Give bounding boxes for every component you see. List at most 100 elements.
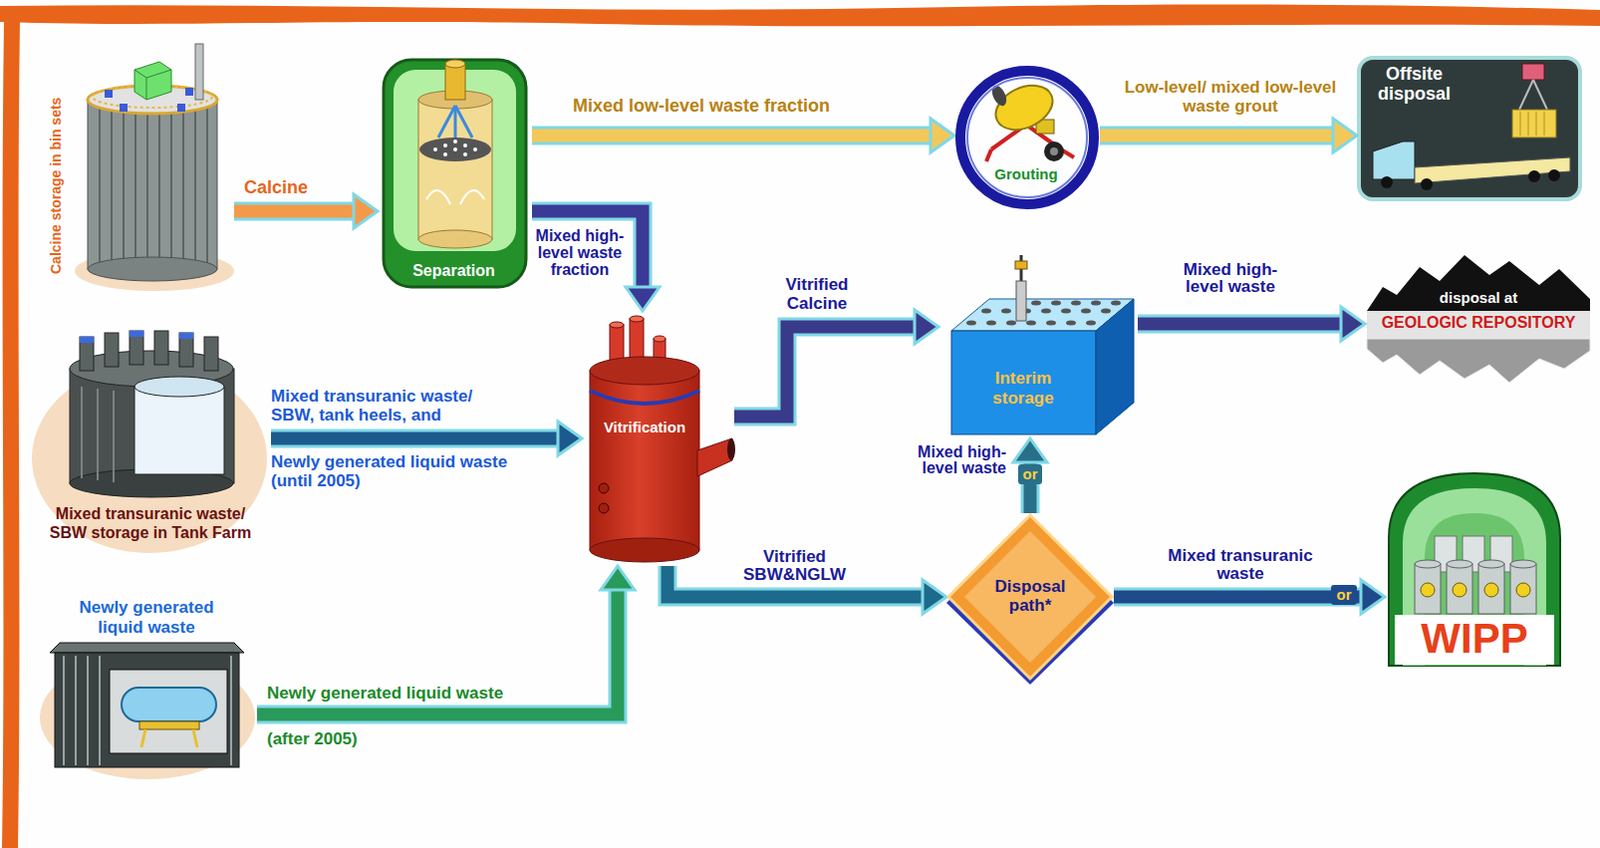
cement-mixer — [988, 76, 1060, 139]
or-tag: or — [1331, 584, 1357, 605]
tank-farm-art — [179, 332, 194, 367]
offsite-truck-panel — [1519, 79, 1534, 110]
melter-art — [609, 321, 624, 328]
interim-pool-art — [951, 330, 1096, 435]
wipp-tunnel-art — [1478, 563, 1505, 614]
calcine-bin-tank — [134, 69, 172, 78]
arrow-head — [1340, 306, 1365, 341]
separation-vessel-art — [445, 63, 466, 100]
flow-arrow — [532, 118, 955, 153]
wipp-tunnel-art — [1516, 582, 1531, 597]
tank-farm-art — [79, 336, 94, 371]
offsite-truck-panel — [1533, 79, 1548, 110]
tank-farm-art — [129, 330, 144, 337]
separation-vessel-art — [473, 147, 478, 152]
flow-arrow — [532, 211, 660, 311]
calcine-bin-tank — [119, 103, 128, 112]
melter-art — [589, 356, 700, 385]
separation-vessel-art — [445, 59, 466, 68]
circle-outline — [954, 65, 1100, 210]
geologic-repository: disposal atGEOLOGIC REPOSITORY — [1364, 247, 1595, 385]
tank-farm-art — [79, 330, 194, 343]
calcine-bin-tank — [158, 113, 161, 275]
liquid-waste-building-art — [49, 642, 245, 653]
arrow-head — [914, 309, 939, 344]
arrow-head — [600, 565, 635, 590]
melter-art — [629, 315, 644, 322]
wipp-tunnel-art — [1478, 559, 1505, 568]
node-label: Calcine storage in bin sets — [47, 97, 64, 274]
calcine-bin-tank — [146, 113, 149, 275]
interim-pool-art — [1095, 298, 1134, 435]
arrow-shaft — [532, 129, 933, 143]
decision-diamond-face — [964, 531, 1096, 663]
offsite-truck-panel — [1420, 178, 1433, 191]
calcine-bin-tank — [122, 111, 125, 273]
arrow-outline — [234, 202, 356, 222]
arrow-head — [930, 118, 955, 153]
interim-pool-art — [1015, 261, 1028, 269]
interim-pool-art — [1001, 308, 1012, 314]
separation-vessel-art — [438, 105, 473, 138]
tank-farm-art — [179, 332, 194, 339]
interim-pool-art — [1090, 300, 1101, 306]
arrow-outline — [270, 429, 560, 449]
calcine-bin-tank — [98, 107, 101, 269]
offsite-truck-panel — [1544, 111, 1546, 136]
wipp-tunnel-art — [1414, 563, 1441, 614]
node-label: Offsite disposal — [1366, 63, 1462, 104]
tank-farm-art — [104, 332, 119, 367]
arrow-head — [1360, 579, 1385, 614]
melter-art — [589, 370, 700, 550]
flow-label: Mixed transuranic waste — [1160, 546, 1321, 583]
arrow-head — [922, 579, 947, 614]
separation-vessel-art — [383, 59, 527, 287]
arrow-outline — [734, 326, 917, 417]
diamond-shadow — [946, 521, 1114, 685]
wipp-tunnel-art — [1510, 559, 1537, 568]
wipp-tunnel-art — [1446, 559, 1473, 568]
interim-pool-art — [981, 308, 992, 314]
interim-pool-art — [1016, 280, 1027, 321]
separation-vessel-art — [418, 230, 493, 249]
melter-art — [598, 483, 609, 494]
liquid-waste-building-art — [139, 721, 200, 730]
offsite-truck-panel — [1520, 111, 1545, 136]
offsite-truck-panel — [1358, 57, 1581, 200]
frame-border — [0, 3, 1600, 26]
calcine-bin-tank — [104, 89, 113, 98]
separation-vessel-art — [443, 152, 448, 157]
wipp-tunnel-art — [1452, 582, 1467, 597]
note-text: (after 2005) — [266, 729, 417, 749]
tank-farm-art — [79, 336, 94, 343]
decision-diamond: Disposal path* — [946, 513, 1114, 681]
liquid-waste-building-art — [74, 655, 77, 766]
flow-arrow — [734, 309, 939, 417]
melter-art — [589, 315, 736, 562]
flow-arrow — [1137, 306, 1365, 341]
interim-pool-art — [1100, 308, 1111, 314]
flow-label: Calcine — [244, 177, 354, 198]
calcine-bin-tank — [185, 87, 194, 96]
grouting-circle: Grouting — [954, 65, 1100, 210]
flow-label: Mixed low-level waste fraction — [572, 95, 892, 116]
liquid-waste-building-art — [109, 669, 228, 754]
liquid-waste-building: Newly generated liquid waste — [35, 595, 258, 783]
cement-mixer — [1044, 141, 1065, 162]
interim-pool-art — [1061, 308, 1071, 314]
tank-farm-art — [80, 386, 83, 479]
tank-farm-art — [69, 368, 235, 484]
interim-pool-art — [966, 320, 977, 326]
offsite-truck-panel — [1414, 157, 1571, 184]
tank-farm-art — [154, 330, 169, 365]
tank-farm-art — [31, 363, 267, 553]
interim-pool-art — [1085, 320, 1096, 326]
cement-mixer — [986, 76, 1074, 162]
diamond-shadow — [946, 521, 1114, 685]
separation-vessel: Separation — [377, 55, 533, 291]
tank-farm-art — [96, 388, 99, 481]
or-tag: or — [1018, 464, 1043, 485]
offsite-truck-panel — [1528, 170, 1541, 183]
offsite-truck-panel — [1358, 57, 1581, 200]
arrow-shaft — [1099, 129, 1335, 143]
